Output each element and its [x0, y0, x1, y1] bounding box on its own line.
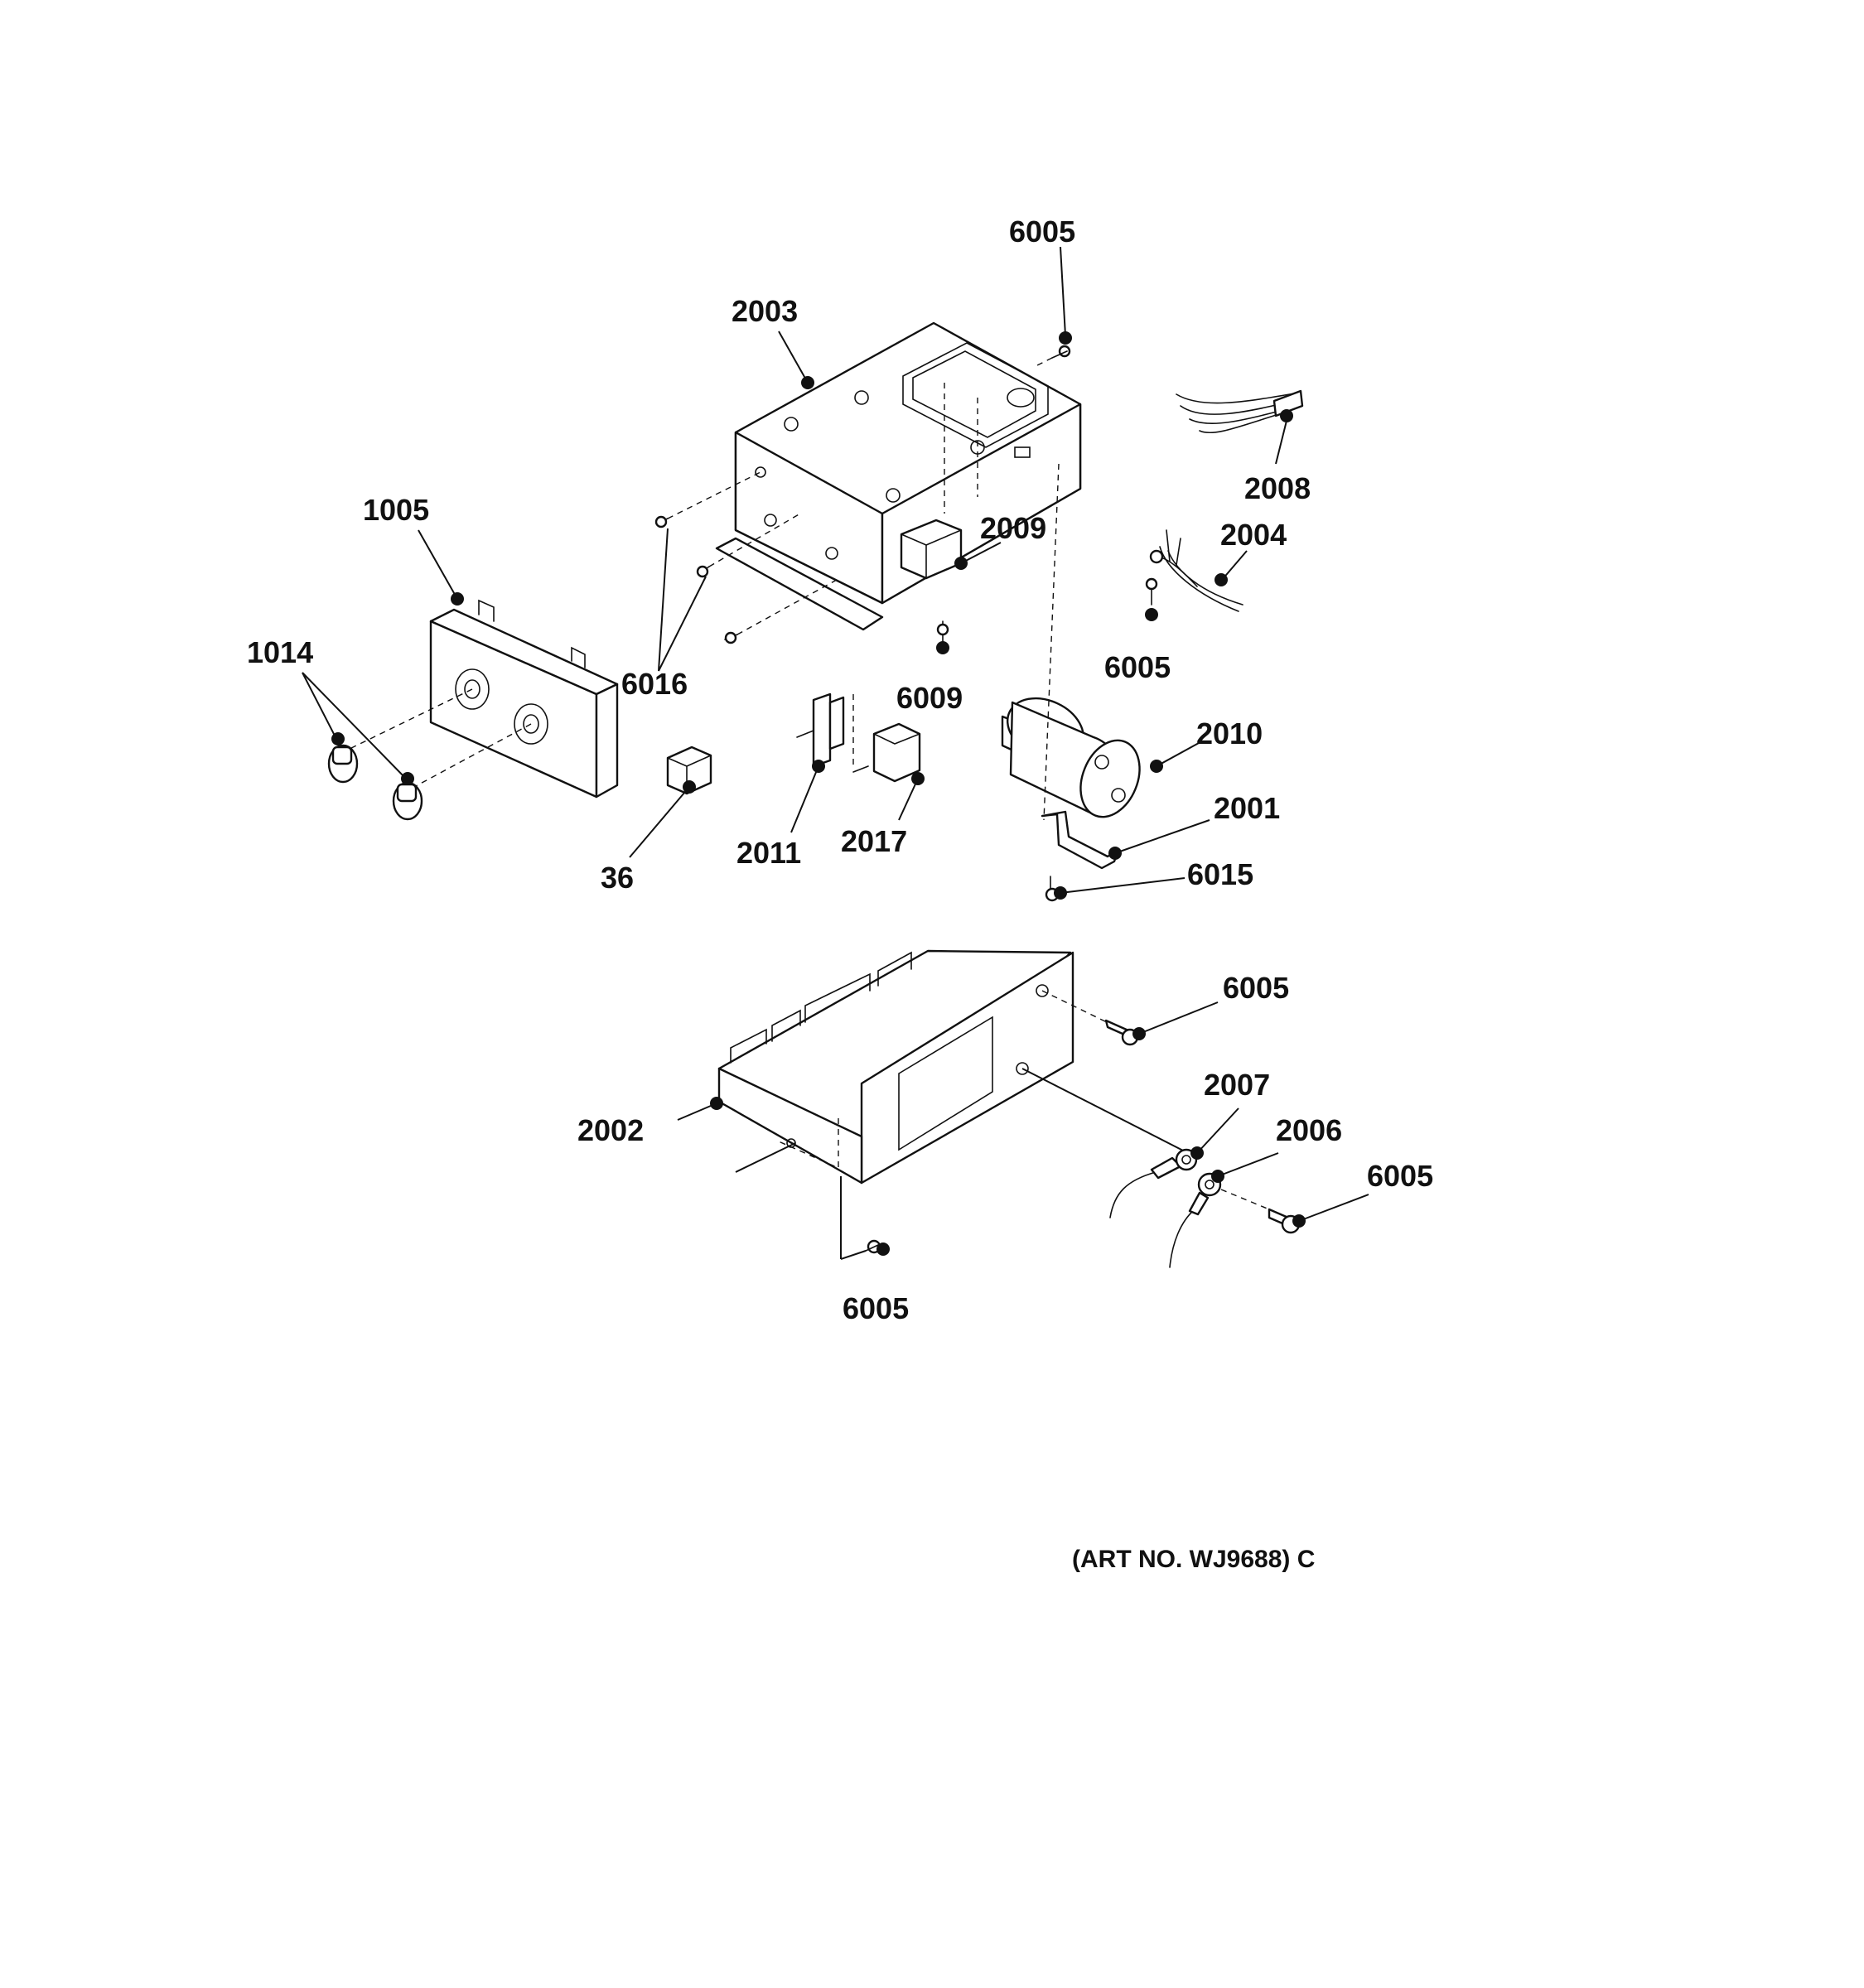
part-6005-screw-mid — [1145, 577, 1158, 606]
label-1005: 1005 — [363, 493, 429, 527]
label-2011: 2011 — [736, 836, 801, 870]
art-number: (ART NO. WJ9688) C — [1072, 1546, 1315, 1573]
label-2001: 2001 — [1214, 791, 1280, 825]
label-36: 36 — [601, 861, 634, 895]
label-2002: 2002 — [577, 1113, 644, 1147]
label-2007: 2007 — [1204, 1068, 1270, 1102]
label-2008: 2008 — [1244, 471, 1311, 505]
part-number-labels: 2003 6005 2008 2004 2009 1005 1014 6016 … — [247, 215, 1433, 1325]
label-6009: 6009 — [896, 681, 963, 715]
part-2017-thermostat — [852, 694, 921, 783]
part-2006-ground-lug — [1169, 1172, 1222, 1268]
label-2017: 2017 — [841, 824, 907, 858]
part-2001-capacitor-bracket — [1041, 810, 1120, 870]
part-6009-screw — [936, 620, 949, 643]
part-2004-power-cord — [1149, 529, 1243, 612]
label-6015: 6015 — [1187, 857, 1253, 891]
label-6005-top: 6005 — [1009, 215, 1075, 248]
part-2011-switch — [796, 692, 845, 768]
label-6005-mid: 6005 — [1104, 650, 1171, 684]
part-2009-relay — [900, 519, 963, 580]
label-6005-pan: 6005 — [1223, 971, 1289, 1005]
part-1014-knobs — [327, 744, 423, 821]
label-1014: 1014 — [247, 635, 313, 669]
callout-dots — [331, 331, 1306, 1256]
label-2003: 2003 — [732, 294, 798, 328]
label-2004: 2004 — [1220, 518, 1287, 552]
label-2010: 2010 — [1196, 717, 1263, 750]
part-6005-screw-lug — [1220, 1189, 1301, 1234]
label-6005-bottom: 6005 — [843, 1291, 909, 1325]
part-2002-base-tray — [717, 949, 1186, 1260]
part-1005-front-panel — [347, 599, 619, 799]
label-6005-lug: 6005 — [1367, 1159, 1433, 1193]
label-2006: 2006 — [1276, 1113, 1342, 1147]
part-2008-wire-harness — [1176, 389, 1304, 434]
part-6005-screw-top — [1035, 345, 1071, 367]
part-6016-screws — [654, 471, 838, 644]
label-2009: 2009 — [980, 511, 1046, 545]
part-2010-capacitor — [1001, 463, 1141, 821]
part-36-relay — [666, 746, 712, 795]
part-2007-ground-lug — [1109, 1148, 1198, 1218]
part-2003-control-housing — [715, 321, 1082, 631]
leader-lines — [302, 246, 1369, 1222]
label-6016: 6016 — [621, 667, 688, 701]
